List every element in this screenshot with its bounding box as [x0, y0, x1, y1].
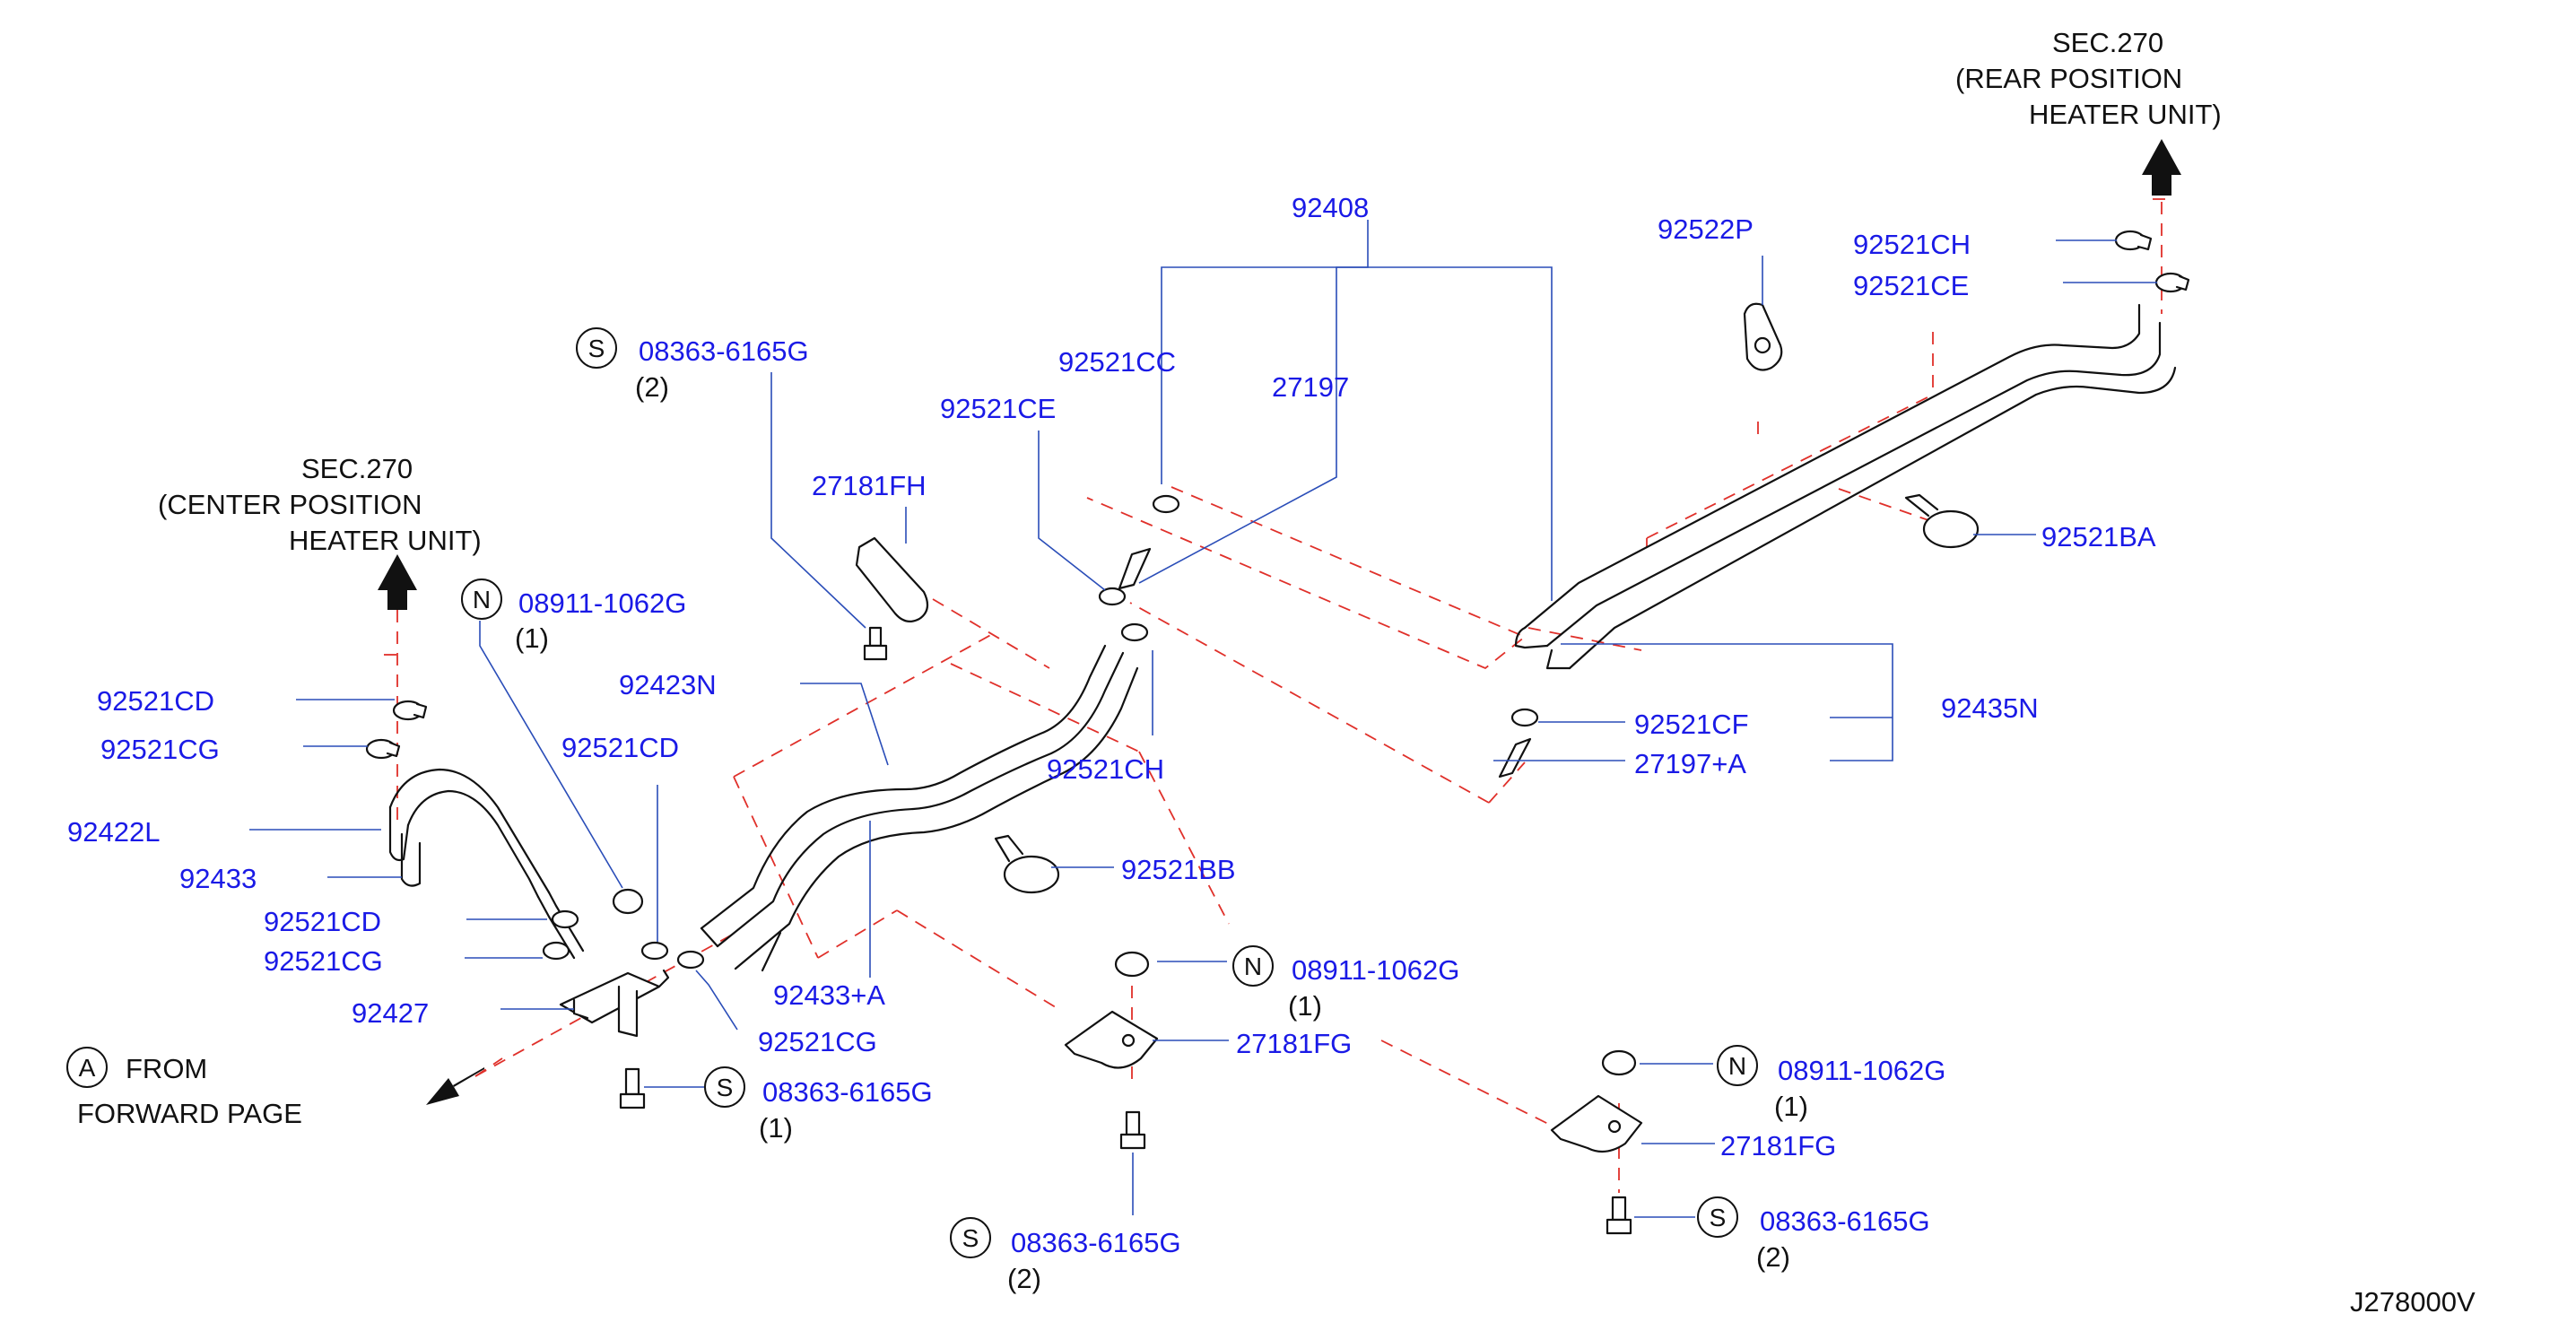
sec-center-line3: HEATER UNIT)	[289, 525, 482, 556]
sec-rear-line3: HEATER UNIT)	[2029, 99, 2222, 130]
sec-center-line1: SEC.270	[301, 453, 413, 484]
qty-08363-d: (2)	[1007, 1263, 1041, 1294]
label-92521CG-a: 92521CG	[100, 734, 220, 765]
svg-text:A: A	[79, 1054, 96, 1082]
from-page-symbol	[66, 1047, 108, 1088]
label-92427: 92427	[352, 997, 429, 1029]
label-92521CD-b: 92521CD	[264, 906, 381, 937]
label-92521CE-top: 92521CE	[1853, 270, 1969, 301]
hose-assembly-middle	[700, 644, 1139, 972]
label-92433A: 92433+A	[773, 979, 885, 1011]
svg-text:S: S	[962, 1224, 979, 1252]
label-27181FG-b: 27181FG	[1720, 1130, 1836, 1161]
qty-08363-a: (2)	[635, 371, 669, 403]
svg-text:N: N	[1244, 953, 1262, 980]
nut-symbol	[1232, 945, 1274, 987]
nut-symbol	[461, 579, 502, 620]
qty-08911-a: (1)	[515, 622, 549, 654]
direction-arrows	[378, 139, 2181, 1105]
qty-08363-c: (2)	[1756, 1241, 1790, 1273]
part-number-labels: 92408 92522P 92521CH 92521CE 92521CC 271…	[67, 192, 2156, 1294]
label-08363-6165G-d: 08363-6165G	[1011, 1227, 1181, 1258]
qty-08911-c: (1)	[1774, 1091, 1808, 1122]
valve-92427	[559, 969, 670, 1038]
label-92521CE-mid: 92521CE	[940, 393, 1056, 424]
from-page-line1: FROM	[126, 1053, 207, 1084]
screw-symbol	[704, 1066, 745, 1108]
arrow-up-center-icon	[378, 554, 417, 610]
label-92521BA: 92521BA	[2041, 521, 2156, 552]
qty-08363-b: (1)	[759, 1112, 793, 1144]
svg-text:N: N	[1728, 1052, 1746, 1080]
label-08911-1062G-c: 08911-1062G	[1778, 1055, 1945, 1086]
screw-symbol	[950, 1217, 991, 1258]
svg-text:N: N	[473, 586, 491, 613]
nut-symbol	[1717, 1045, 1758, 1086]
clamp-parts	[365, 230, 2190, 1235]
label-92521BB: 92521BB	[1121, 854, 1236, 885]
from-page-line2: FORWARD PAGE	[77, 1098, 302, 1129]
screw-symbol	[1697, 1196, 1738, 1238]
hose-assembly-left	[388, 768, 585, 960]
label-92423N: 92423N	[619, 669, 717, 700]
sec-rear-line2: (REAR POSITION	[1955, 63, 2182, 94]
label-08363-6165G-b: 08363-6165G	[762, 1076, 933, 1108]
screw-symbol	[576, 327, 617, 369]
svg-text:S: S	[1710, 1204, 1727, 1231]
reference-code: J278000V	[2350, 1286, 2476, 1318]
label-92521CF: 92521CF	[1634, 709, 1749, 740]
label-92521CG-b: 92521CG	[264, 945, 383, 977]
label-92521CH-top: 92521CH	[1853, 229, 1971, 260]
section-labels: SEC.270 (REAR POSITION HEATER UNIT) SEC.…	[77, 27, 2476, 1318]
symbol-circles: S N N S N S S A	[66, 327, 1758, 1258]
label-27181FG-a: 27181FG	[1236, 1028, 1352, 1059]
label-92521CC: 92521CC	[1058, 346, 1176, 378]
arrow-down-left-icon	[426, 1067, 484, 1105]
label-27181FH: 27181FH	[812, 470, 927, 501]
sec-center-line2: (CENTER POSITION	[158, 489, 422, 520]
hose-assembly-rear	[1514, 303, 2177, 670]
label-08911-1062G-b: 08911-1062G	[1292, 954, 1459, 986]
label-27197A: 27197+A	[1634, 748, 1746, 779]
label-92433: 92433	[179, 863, 257, 894]
svg-text:S: S	[588, 335, 605, 362]
arrow-up-rear-icon	[2142, 139, 2181, 196]
label-92522P: 92522P	[1658, 213, 1754, 245]
label-08363-6165G-c: 08363-6165G	[1760, 1205, 1930, 1237]
svg-text:S: S	[717, 1074, 734, 1101]
leader-lines	[249, 220, 2157, 1218]
label-92521CH-mid: 92521CH	[1047, 753, 1164, 785]
label-92435N: 92435N	[1941, 692, 2039, 724]
label-92521CG-c: 92521CG	[758, 1026, 877, 1057]
sec-rear-line1: SEC.270	[2052, 27, 2163, 58]
qty-08911-b: (1)	[1288, 990, 1322, 1022]
label-92408: 92408	[1292, 192, 1369, 223]
label-92521CD-mid: 92521CD	[561, 732, 679, 763]
label-92521CD-a: 92521CD	[97, 685, 214, 717]
label-08911-1062G-a: 08911-1062G	[518, 587, 686, 619]
label-92422L: 92422L	[67, 816, 160, 848]
label-27197: 27197	[1272, 371, 1349, 403]
label-08363-6165G-a: 08363-6165G	[639, 335, 809, 367]
